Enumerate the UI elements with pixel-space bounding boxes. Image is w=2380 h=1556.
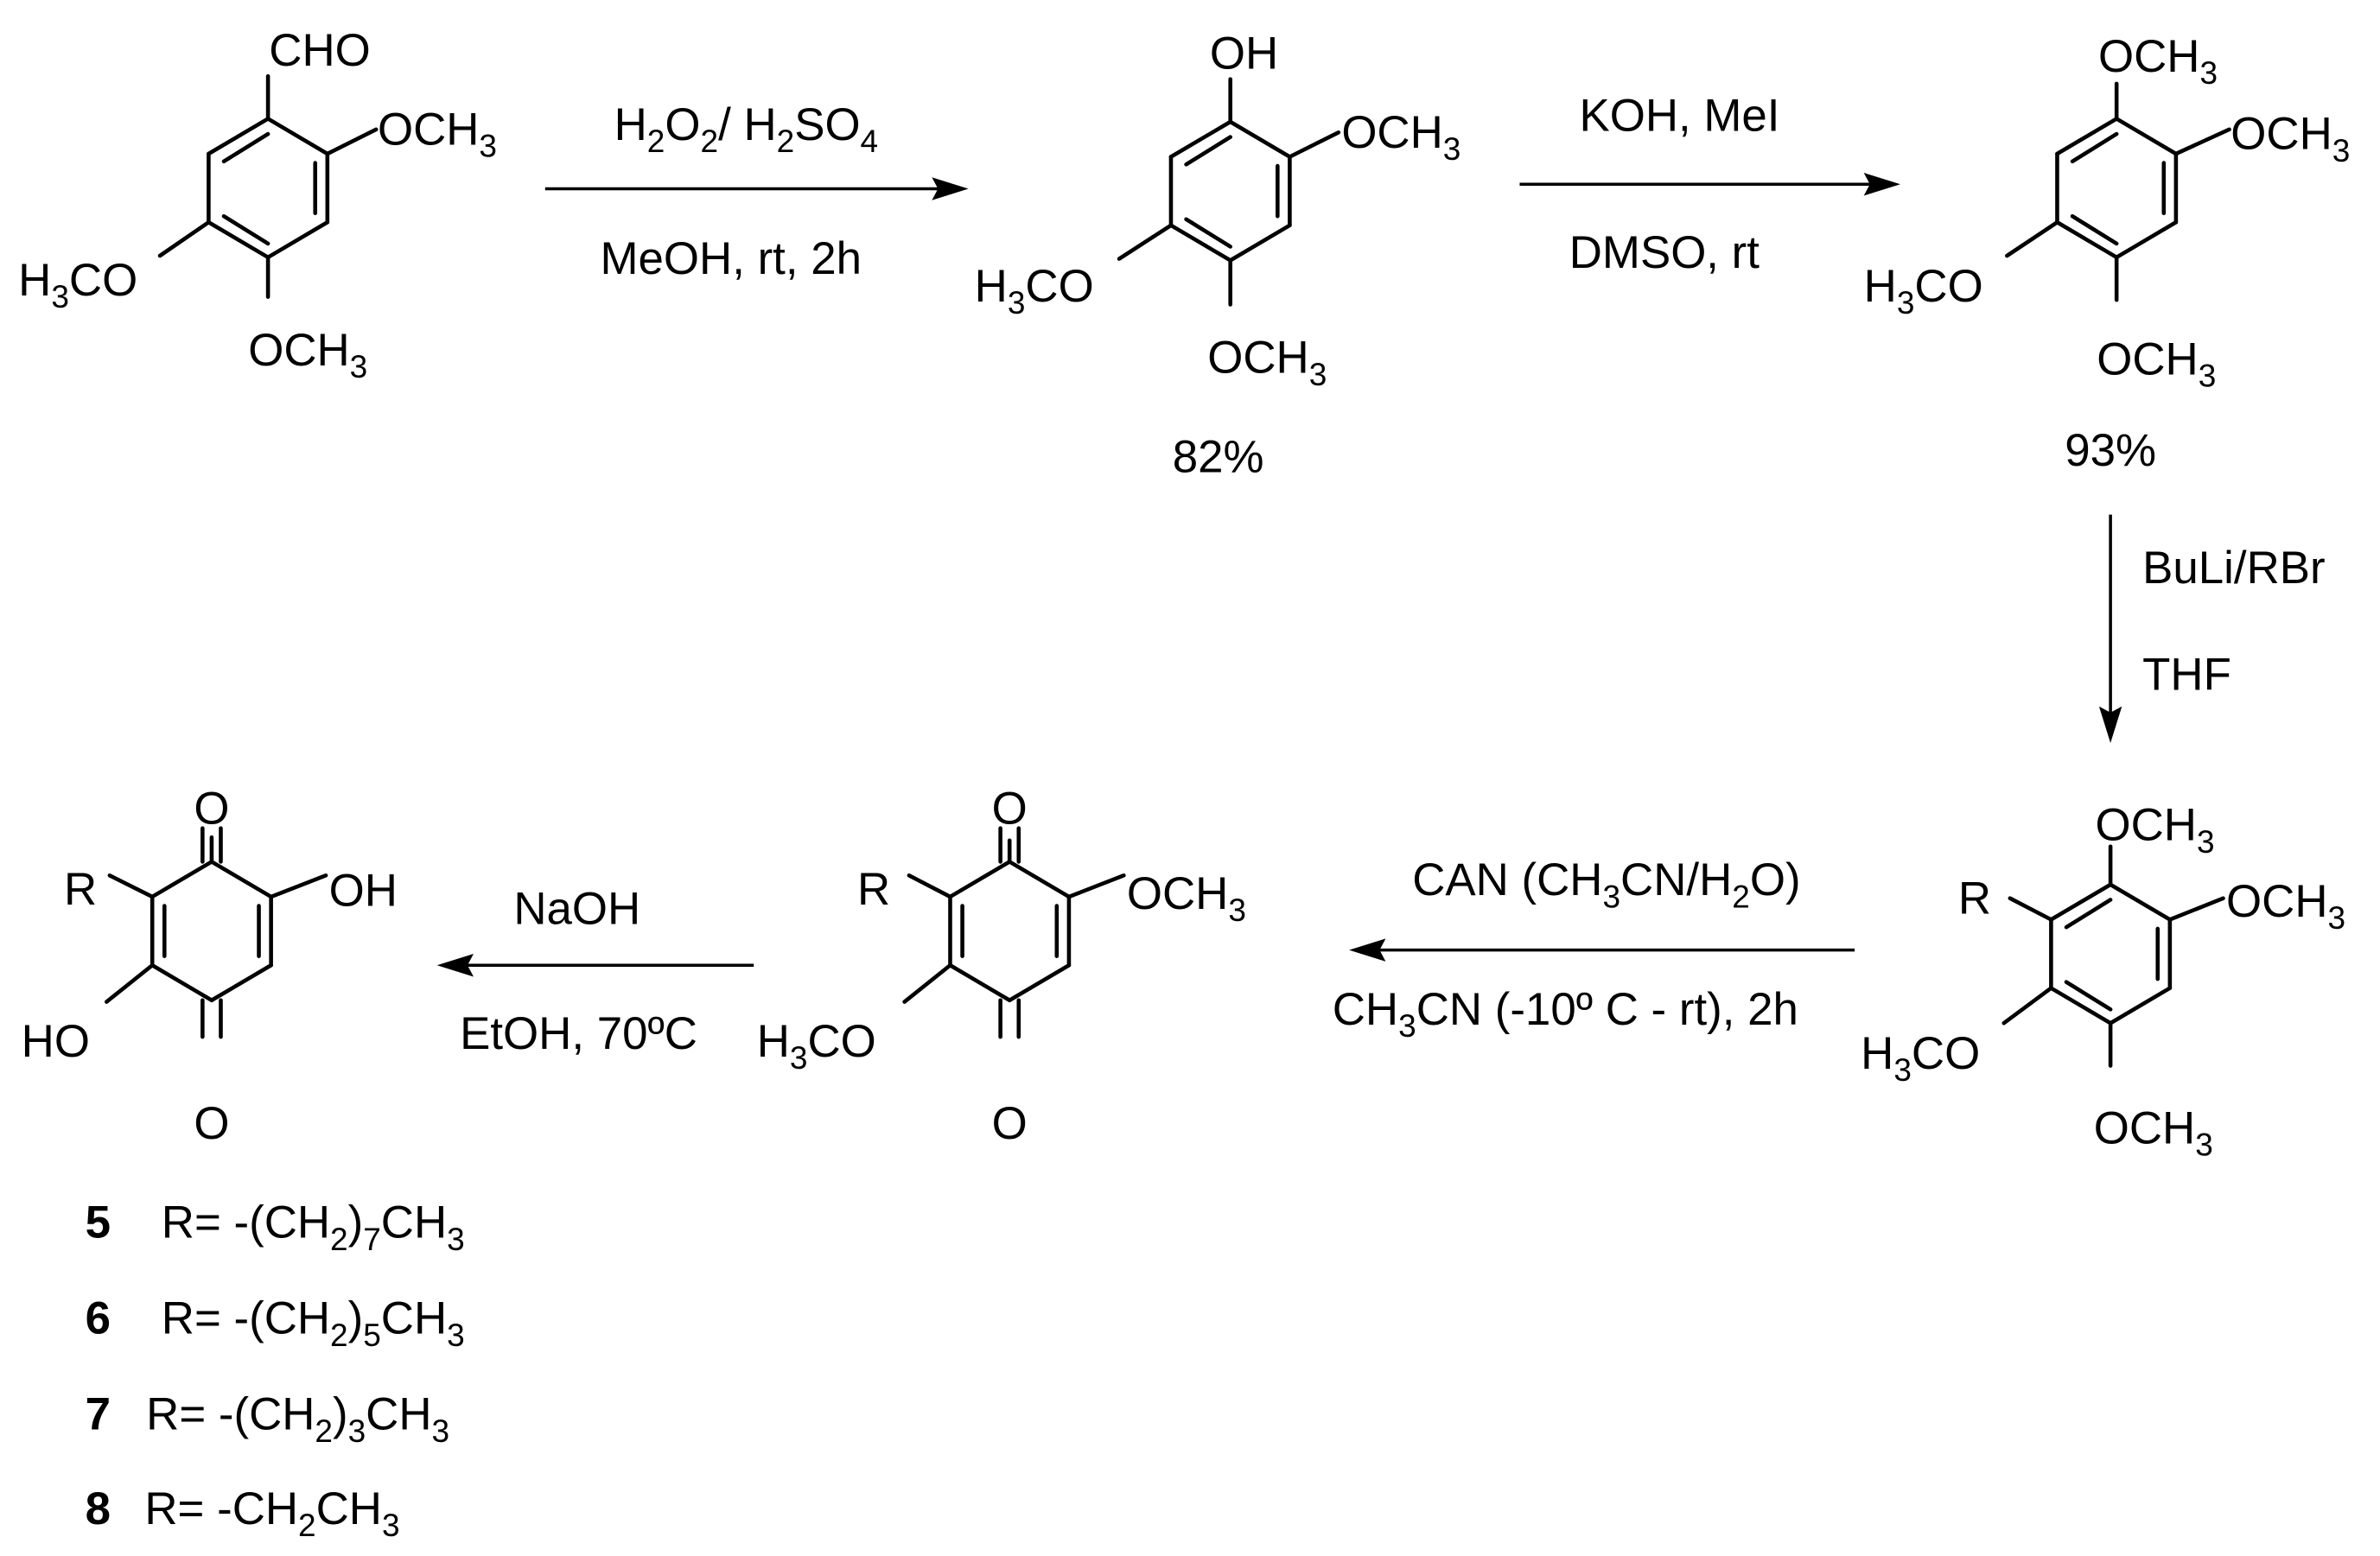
- compound-item: 6 R= -(CH2)5CH3: [86, 1293, 465, 1353]
- hydroxyl-label: OH: [329, 866, 398, 917]
- methoxy-label: OCH3: [2097, 334, 2216, 394]
- carbonyl-oxygen-label: O: [992, 1098, 1028, 1149]
- carbonyl-oxygen-label: O: [194, 1098, 229, 1149]
- yield-label: 93%: [2065, 425, 2156, 476]
- cho-label: CHO: [269, 25, 370, 76]
- structure-alkylated: OCH3 R OCH3 H3CO OCH3: [1861, 800, 2345, 1163]
- r-group-definition: R= -CH2CH3: [144, 1483, 399, 1543]
- methoxy-label: H3CO: [1861, 1028, 1980, 1088]
- r-group-label: R: [1958, 873, 1991, 924]
- yield-label: 82%: [1173, 431, 1264, 482]
- condition-label: THF: [2142, 649, 2231, 700]
- methoxy-label: OCH3: [1207, 333, 1327, 392]
- r-group-label: R: [857, 864, 890, 915]
- methoxy-label: OCH3: [1341, 107, 1460, 167]
- hydroxyl-label: HO: [22, 1016, 90, 1067]
- reaction-arrow-step3: BuLi/RBr THF: [2098, 514, 2326, 743]
- methoxy-label: OCH3: [2098, 31, 2218, 91]
- reaction-arrow-step5: NaOH EtOH, 70ºC: [436, 884, 754, 1059]
- reaction-arrow-step4: CAN (CH3CN/H2O) CH3CN (-10º C - rt), 2h: [1333, 854, 1855, 1044]
- reagent-label: CAN (CH3CN/H2O): [1412, 854, 1800, 914]
- structure-tetramethoxybenzene: OCH3 OCH3 H3CO OCH3 93%: [1864, 31, 2351, 476]
- structure-starting-aldehyde: CHO OCH3 H3CO OCH3: [18, 25, 497, 384]
- benzene-ring: [2049, 882, 2173, 1026]
- benzene-ring: [1168, 119, 1292, 263]
- hydroxyl-label: OH: [1210, 28, 1278, 79]
- compound-item: 7 R= -(CH2)3CH3: [86, 1389, 449, 1449]
- reagent-label: KOH, MeI: [1579, 91, 1779, 142]
- methoxy-label: H3CO: [18, 255, 137, 314]
- r-group-label: R: [64, 864, 97, 915]
- benzene-ring: [207, 117, 330, 260]
- r-group-definition: R= -(CH2)3CH3: [146, 1389, 449, 1449]
- methoxy-label: OCH3: [2096, 800, 2215, 860]
- benzene-ring: [2055, 117, 2179, 260]
- reaction-arrow-step2: KOH, MeI DMSO, rt: [1519, 91, 1900, 278]
- r-group-definition: R= -(CH2)5CH3: [162, 1293, 465, 1353]
- methoxy-label: OCH3: [2230, 109, 2350, 168]
- condition-label: MeOH, rt, 2h: [600, 233, 862, 284]
- condition-label: CH3CN (-10º C - rt), 2h: [1333, 984, 1798, 1044]
- condition-label: EtOH, 70ºC: [460, 1008, 697, 1059]
- structure-quinone: O O R OCH3 H3CO: [757, 783, 1246, 1149]
- r-group-definition: R= -(CH2)7CH3: [162, 1197, 465, 1257]
- methoxy-label: OCH3: [2226, 876, 2345, 936]
- reagent-label: H2O2/ H2SO4: [614, 99, 879, 159]
- condition-label: DMSO, rt: [1569, 227, 1760, 278]
- methoxy-label: OCH3: [248, 325, 367, 384]
- methoxy-label: H3CO: [757, 1016, 876, 1076]
- reagent-label: NaOH: [513, 884, 640, 935]
- methoxy-label: OCH3: [378, 104, 497, 163]
- structure-phenol: OH OCH3 H3CO OCH3 82%: [975, 28, 1461, 482]
- reaction-arrow-step1: H2O2/ H2SO4 MeOH, rt, 2h: [544, 99, 969, 284]
- compound-item: 8 R= -CH2CH3: [86, 1483, 400, 1543]
- methoxy-label: OCH3: [1127, 868, 1246, 928]
- compound-number: 8: [86, 1483, 111, 1534]
- compound-number: 7: [86, 1389, 111, 1440]
- carbonyl-oxygen-label: O: [992, 783, 1028, 834]
- compound-list: 5 R= -(CH2)7CH3 6 R= -(CH2)5CH3 7 R= -(C…: [86, 1197, 465, 1543]
- methoxy-label: H3CO: [1864, 261, 1983, 321]
- carbonyl-oxygen-label: O: [194, 783, 229, 834]
- compound-number: 6: [86, 1293, 111, 1344]
- methoxy-label: OCH3: [2094, 1102, 2213, 1162]
- compound-number: 5: [86, 1197, 111, 1248]
- reagent-label: BuLi/RBr: [2142, 543, 2326, 594]
- compound-item: 5 R= -(CH2)7CH3: [86, 1197, 465, 1257]
- structure-product: O O R OH HO: [22, 783, 398, 1149]
- methoxy-label: H3CO: [975, 261, 1094, 321]
